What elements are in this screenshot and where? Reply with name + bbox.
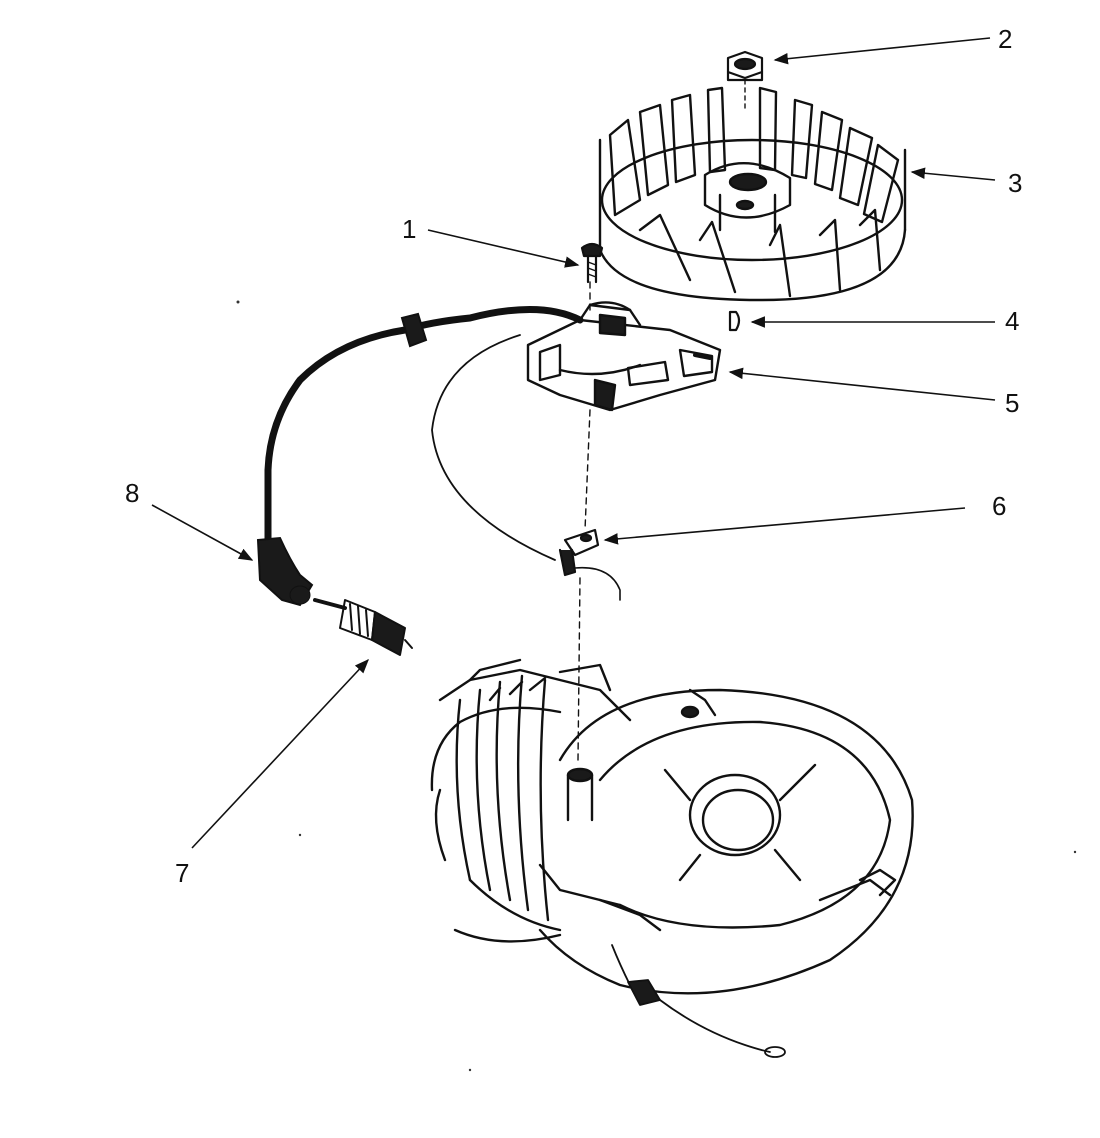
flywheel-key [728, 310, 741, 332]
ground-wire [431, 334, 556, 561]
leader-lines [151, 37, 996, 849]
stop-switch-wire [611, 944, 786, 1058]
callout-2: 2 [998, 24, 1012, 54]
leader-8 [151, 504, 254, 561]
leader-5 [728, 367, 996, 401]
callout-1: 1 [402, 214, 416, 244]
flywheel-nut [726, 50, 764, 111]
ground-clip [558, 528, 621, 601]
callout-7: 7 [175, 858, 189, 888]
spark-plug-boot [256, 305, 584, 607]
leader-6 [603, 507, 966, 545]
callout-6: 6 [992, 491, 1006, 521]
leader-3 [910, 167, 996, 181]
callout-labels: 1 2 3 4 5 6 7 8 [125, 24, 1022, 888]
flywheel [598, 86, 907, 302]
spark-plug [313, 598, 413, 656]
scan-specks [236, 300, 1077, 1072]
assembly-axis [577, 281, 591, 761]
callout-3: 3 [1008, 168, 1022, 198]
ignition-coil [526, 301, 722, 412]
leader-1 [427, 229, 580, 268]
leader-2 [773, 37, 991, 65]
armature-screw [580, 242, 604, 284]
leader-7 [191, 658, 369, 849]
engine-block [430, 658, 914, 995]
callout-5: 5 [1005, 388, 1019, 418]
callout-8: 8 [125, 478, 139, 508]
callout-4: 4 [1005, 306, 1019, 336]
